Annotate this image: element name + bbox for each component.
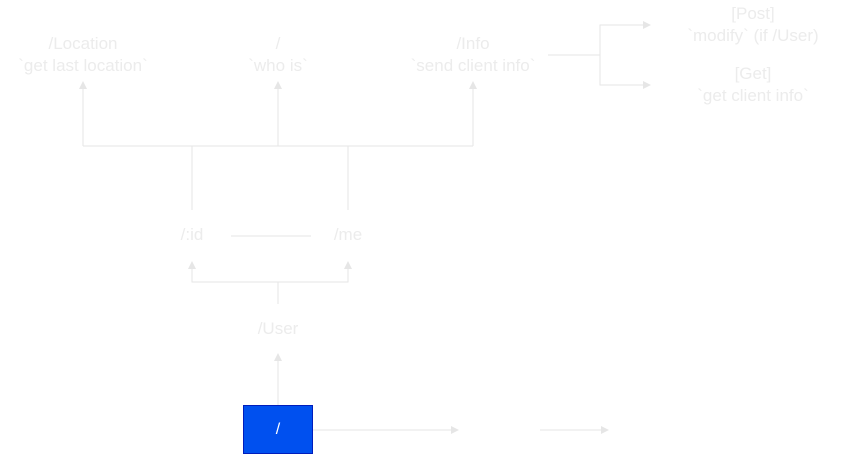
node-info: /Info `send client info` [411, 33, 536, 77]
node-post: [Post] `modify` (if /User) [687, 3, 818, 47]
node-user: /User [257, 319, 299, 338]
edge-user-branch [191, 262, 279, 304]
node-get: [Get] `get client info` [697, 63, 809, 107]
node-info-path: /Info [456, 34, 490, 53]
node-location: /Location `get last location` [18, 33, 147, 77]
node-location-path: /Location [48, 34, 118, 53]
node-get-method: [Get] [734, 64, 772, 83]
node-me: /me [333, 225, 363, 244]
node-whois-desc: `who is` [248, 56, 308, 75]
node-location-desc: `get last location` [18, 56, 148, 75]
node-whois: / `who is` [248, 33, 308, 77]
node-root-label: / [275, 420, 281, 438]
node-root[interactable]: / [243, 405, 313, 454]
edge-user-me [278, 262, 349, 283]
edge-info-split [548, 21, 651, 56]
node-post-desc: `modify` (if /User) [687, 26, 819, 45]
node-info-desc: `send client info` [410, 56, 536, 75]
node-post-method: [Post] [731, 4, 775, 23]
node-whois-path: / [275, 34, 281, 53]
node-get-desc: `get client info` [697, 86, 809, 105]
edge-info-get [599, 55, 651, 89]
node-id: /:id [180, 225, 204, 244]
